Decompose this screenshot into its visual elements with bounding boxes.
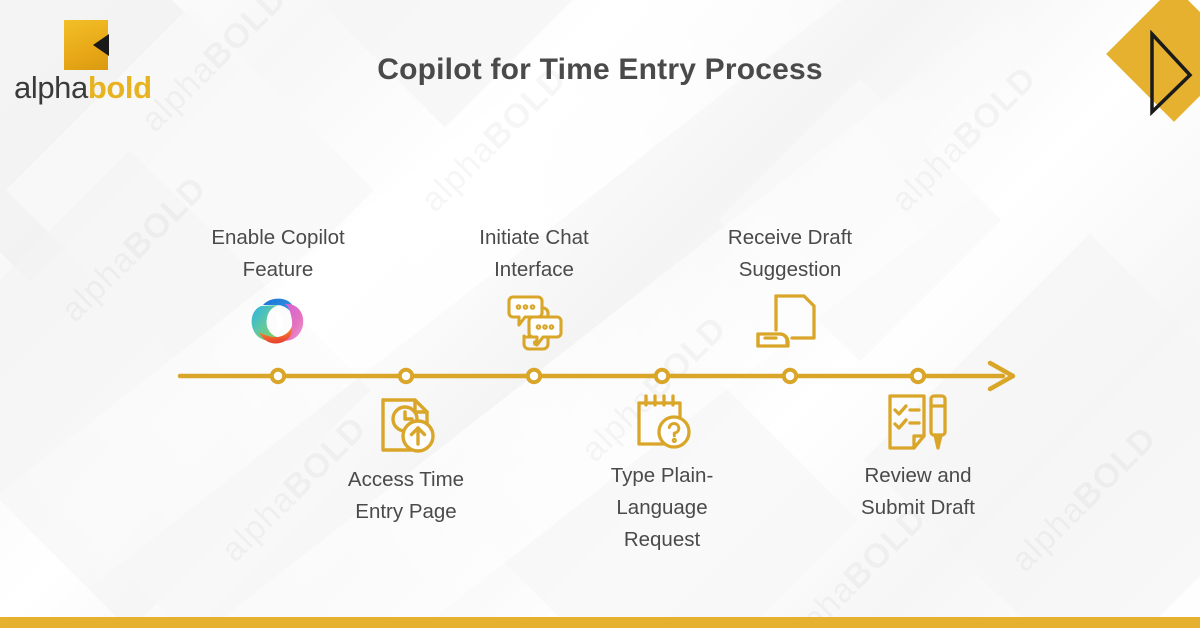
- timeline-step-5[interactable]: Receive Draft Suggestion: [690, 222, 890, 354]
- bottom-accent-bar: [0, 617, 1200, 628]
- logo-alpha-text: alpha: [14, 70, 88, 105]
- timeline-step-6-label: Review and Submit Draft: [861, 464, 975, 519]
- corner-accent-mark: [1090, 0, 1200, 160]
- play-triangle-outline-icon: [1150, 30, 1193, 116]
- timeline-step-4[interactable]: Type Plain- Language Request: [562, 392, 762, 555]
- timeline-marker[interactable]: [781, 367, 799, 385]
- notepad-question-mark-icon: [562, 392, 762, 454]
- document-clock-upload-icon: [306, 392, 506, 458]
- logo-triangle-notch-icon: [93, 34, 109, 56]
- timeline-marker[interactable]: [397, 367, 415, 385]
- timeline-marker[interactable]: [909, 367, 927, 385]
- timeline-step-3[interactable]: Initiate Chat Interface: [434, 222, 634, 354]
- timeline-step-2[interactable]: Access Time Entry Page: [306, 392, 506, 528]
- checklist-pen-icon: [818, 392, 1018, 454]
- timeline-marker[interactable]: [525, 367, 543, 385]
- timeline-step-1-label: Enable Copilot Feature: [211, 226, 345, 281]
- timeline-marker[interactable]: [653, 367, 671, 385]
- document-in-hand-icon: [690, 292, 890, 354]
- timeline-step-2-label: Access Time Entry Page: [347, 468, 465, 523]
- logo-wordmark: alphabold: [14, 72, 194, 103]
- timeline-step-4-label: Type Plain- Language Request: [610, 464, 714, 551]
- timeline-markers: [269, 367, 927, 385]
- timeline-step-3-label: Initiate Chat Interface: [479, 226, 589, 281]
- alphabold-logo: alphabold: [14, 20, 194, 103]
- timeline-arrow-head-icon: [987, 360, 1016, 392]
- timeline-step-5-label: Receive Draft Suggestion: [727, 226, 853, 281]
- logo-bold-text: bold: [87, 70, 152, 105]
- timeline-step-6[interactable]: Review and Submit Draft: [818, 392, 1018, 524]
- page-title: Copilot for Time Entry Process: [377, 53, 823, 86]
- timeline-step-1[interactable]: Enable Copilot Feature: [178, 222, 378, 350]
- timeline-marker[interactable]: [269, 367, 287, 385]
- phone-chat-bubbles-icon: [434, 292, 634, 354]
- microsoft-copilot-logo-icon: [178, 292, 378, 350]
- alphabold-square-mark: [64, 20, 109, 70]
